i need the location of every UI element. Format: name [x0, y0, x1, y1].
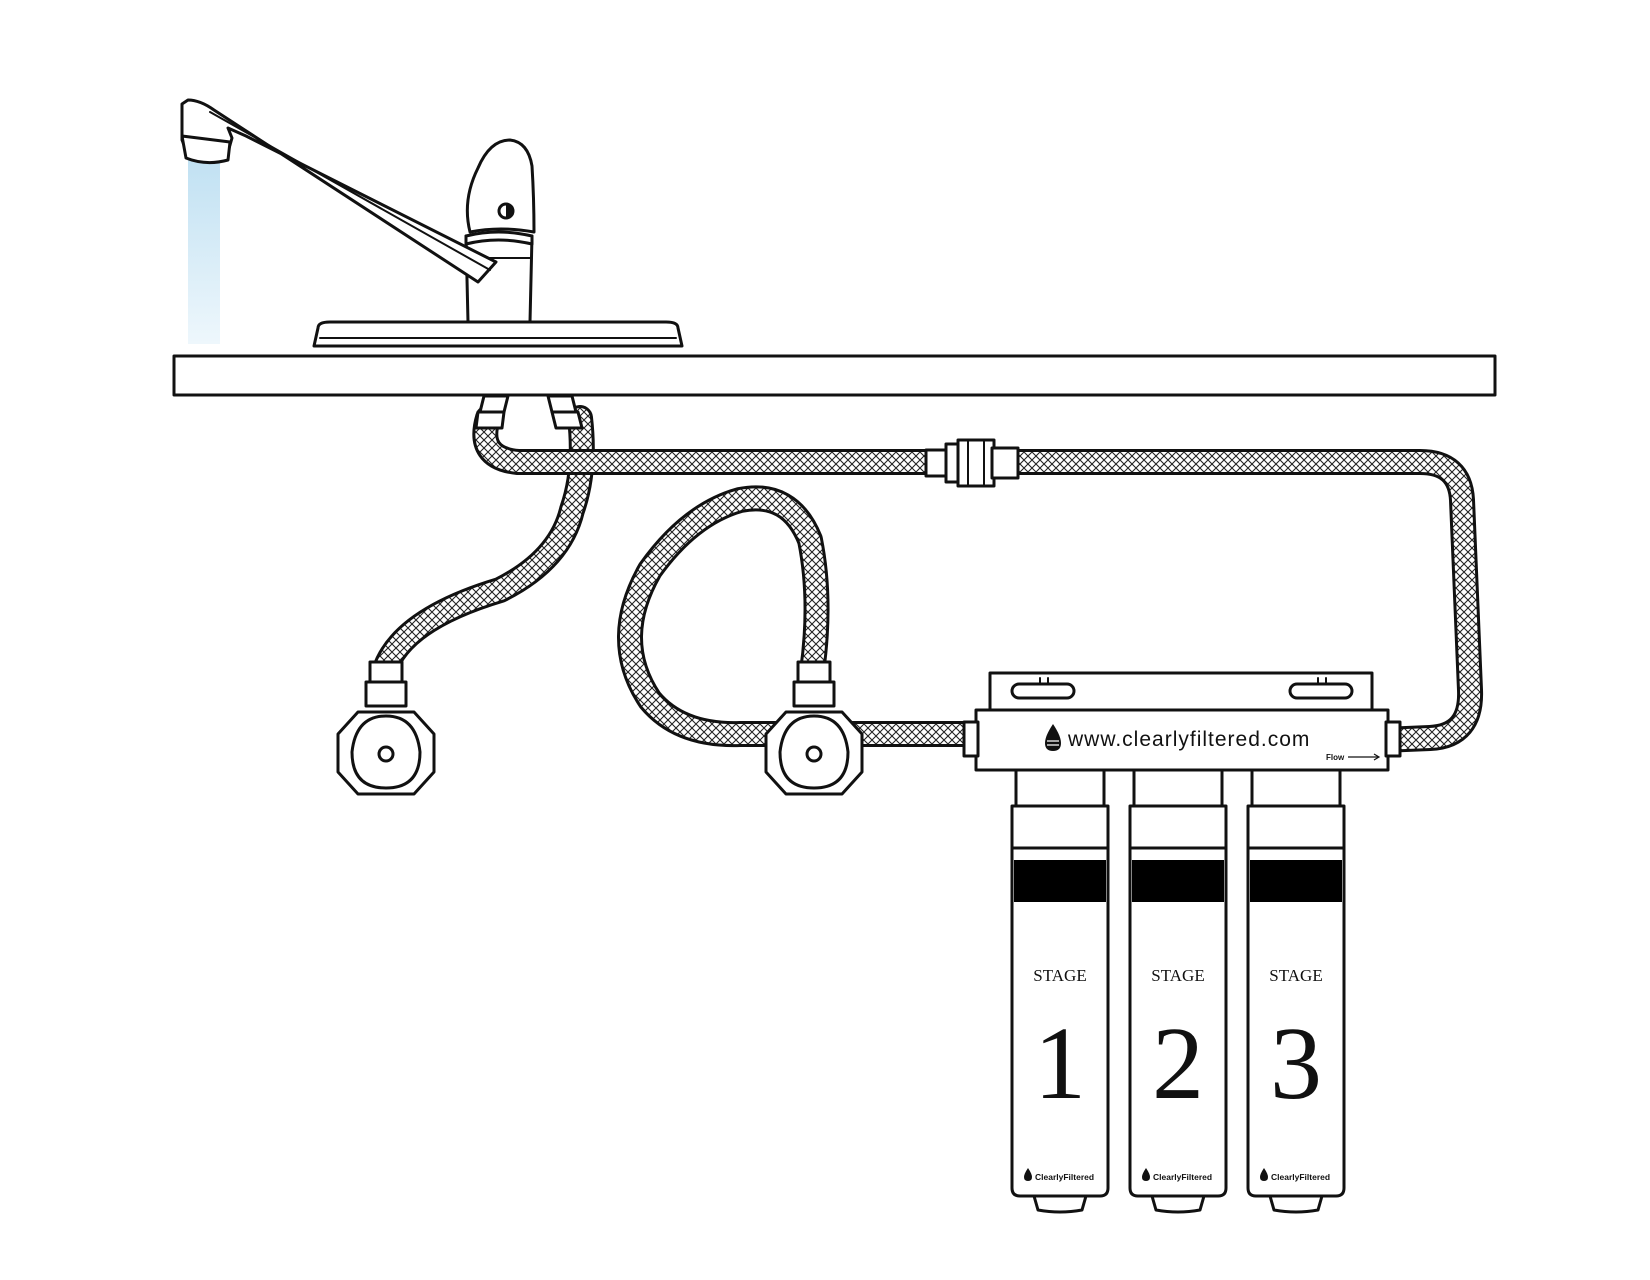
- stage-label: STAGE: [1033, 966, 1086, 985]
- water-drop-icon: [1024, 1168, 1032, 1181]
- flow-arrow-icon: [1348, 753, 1381, 761]
- water-drop-icon: [1260, 1168, 1268, 1181]
- countertop: [172, 354, 1497, 397]
- filter-band: [1250, 860, 1342, 902]
- brand-label: ClearlyFiltered: [1035, 1172, 1094, 1182]
- filter-band: [1014, 860, 1106, 902]
- brand-label: ClearlyFiltered: [1153, 1172, 1212, 1182]
- shutoff-valve-icon: [764, 660, 864, 796]
- water-drop-icon: [1045, 724, 1061, 751]
- brand-label: ClearlyFiltered: [1271, 1172, 1330, 1182]
- faucet-icon: [180, 98, 684, 348]
- inline-coupling: [924, 438, 1020, 488]
- water-drop-icon: [1142, 1168, 1150, 1181]
- mounting-bracket: [988, 671, 1374, 715]
- filter-manifold: www.clearlyfiltered.com Flow: [962, 708, 1402, 772]
- stage-number: 1: [1034, 1006, 1086, 1121]
- flow-label: Flow: [1326, 753, 1345, 762]
- stage-number: 3: [1270, 1006, 1322, 1121]
- water-stream: [188, 152, 220, 344]
- stage-label: STAGE: [1151, 966, 1204, 985]
- faucet-hose-fittings: [474, 394, 584, 430]
- website-label: www.clearlyfiltered.com: [1067, 728, 1310, 751]
- stage-number: 2: [1152, 1006, 1204, 1121]
- filter-band: [1132, 860, 1224, 902]
- stage-label: STAGE: [1269, 966, 1322, 985]
- shutoff-valve-icon: [336, 660, 436, 796]
